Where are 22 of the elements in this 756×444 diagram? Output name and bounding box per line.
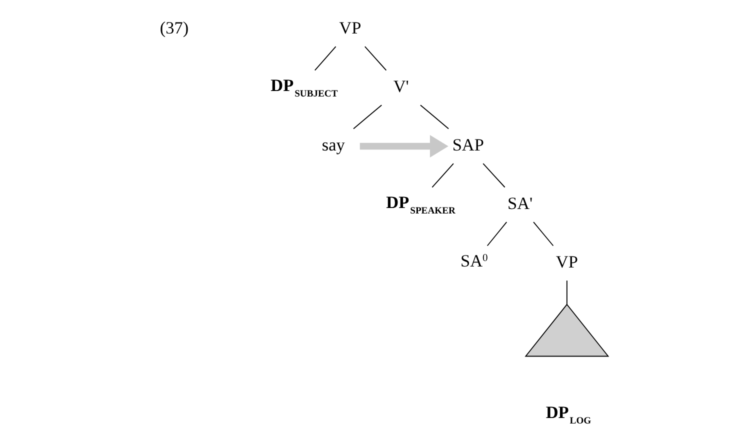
connector [314, 46, 336, 71]
connector [431, 163, 454, 188]
connector [364, 46, 386, 71]
arrow [359, 134, 448, 158]
label: (37) [159, 18, 188, 38]
connector [566, 280, 567, 305]
node-text: V' [392, 76, 408, 96]
node-text: SA' [506, 194, 532, 213]
connector [482, 163, 505, 188]
node-text: say [321, 135, 344, 154]
node-label: DP$_{LOG}$ [545, 403, 591, 427]
connector [532, 222, 554, 246]
connector [486, 222, 507, 246]
node-text: VP [555, 252, 578, 272]
node-text: DP$_{SPEAKER}$ [386, 193, 455, 216]
node-text: SA$^{0}$ [460, 251, 488, 270]
node-text: DP$_{SUBJECT}$ [270, 76, 338, 100]
node-text: SAP [452, 135, 484, 154]
node-text: VP [338, 18, 361, 38]
node-triangle [524, 304, 609, 357]
connector [419, 104, 449, 130]
connector [352, 104, 382, 130]
